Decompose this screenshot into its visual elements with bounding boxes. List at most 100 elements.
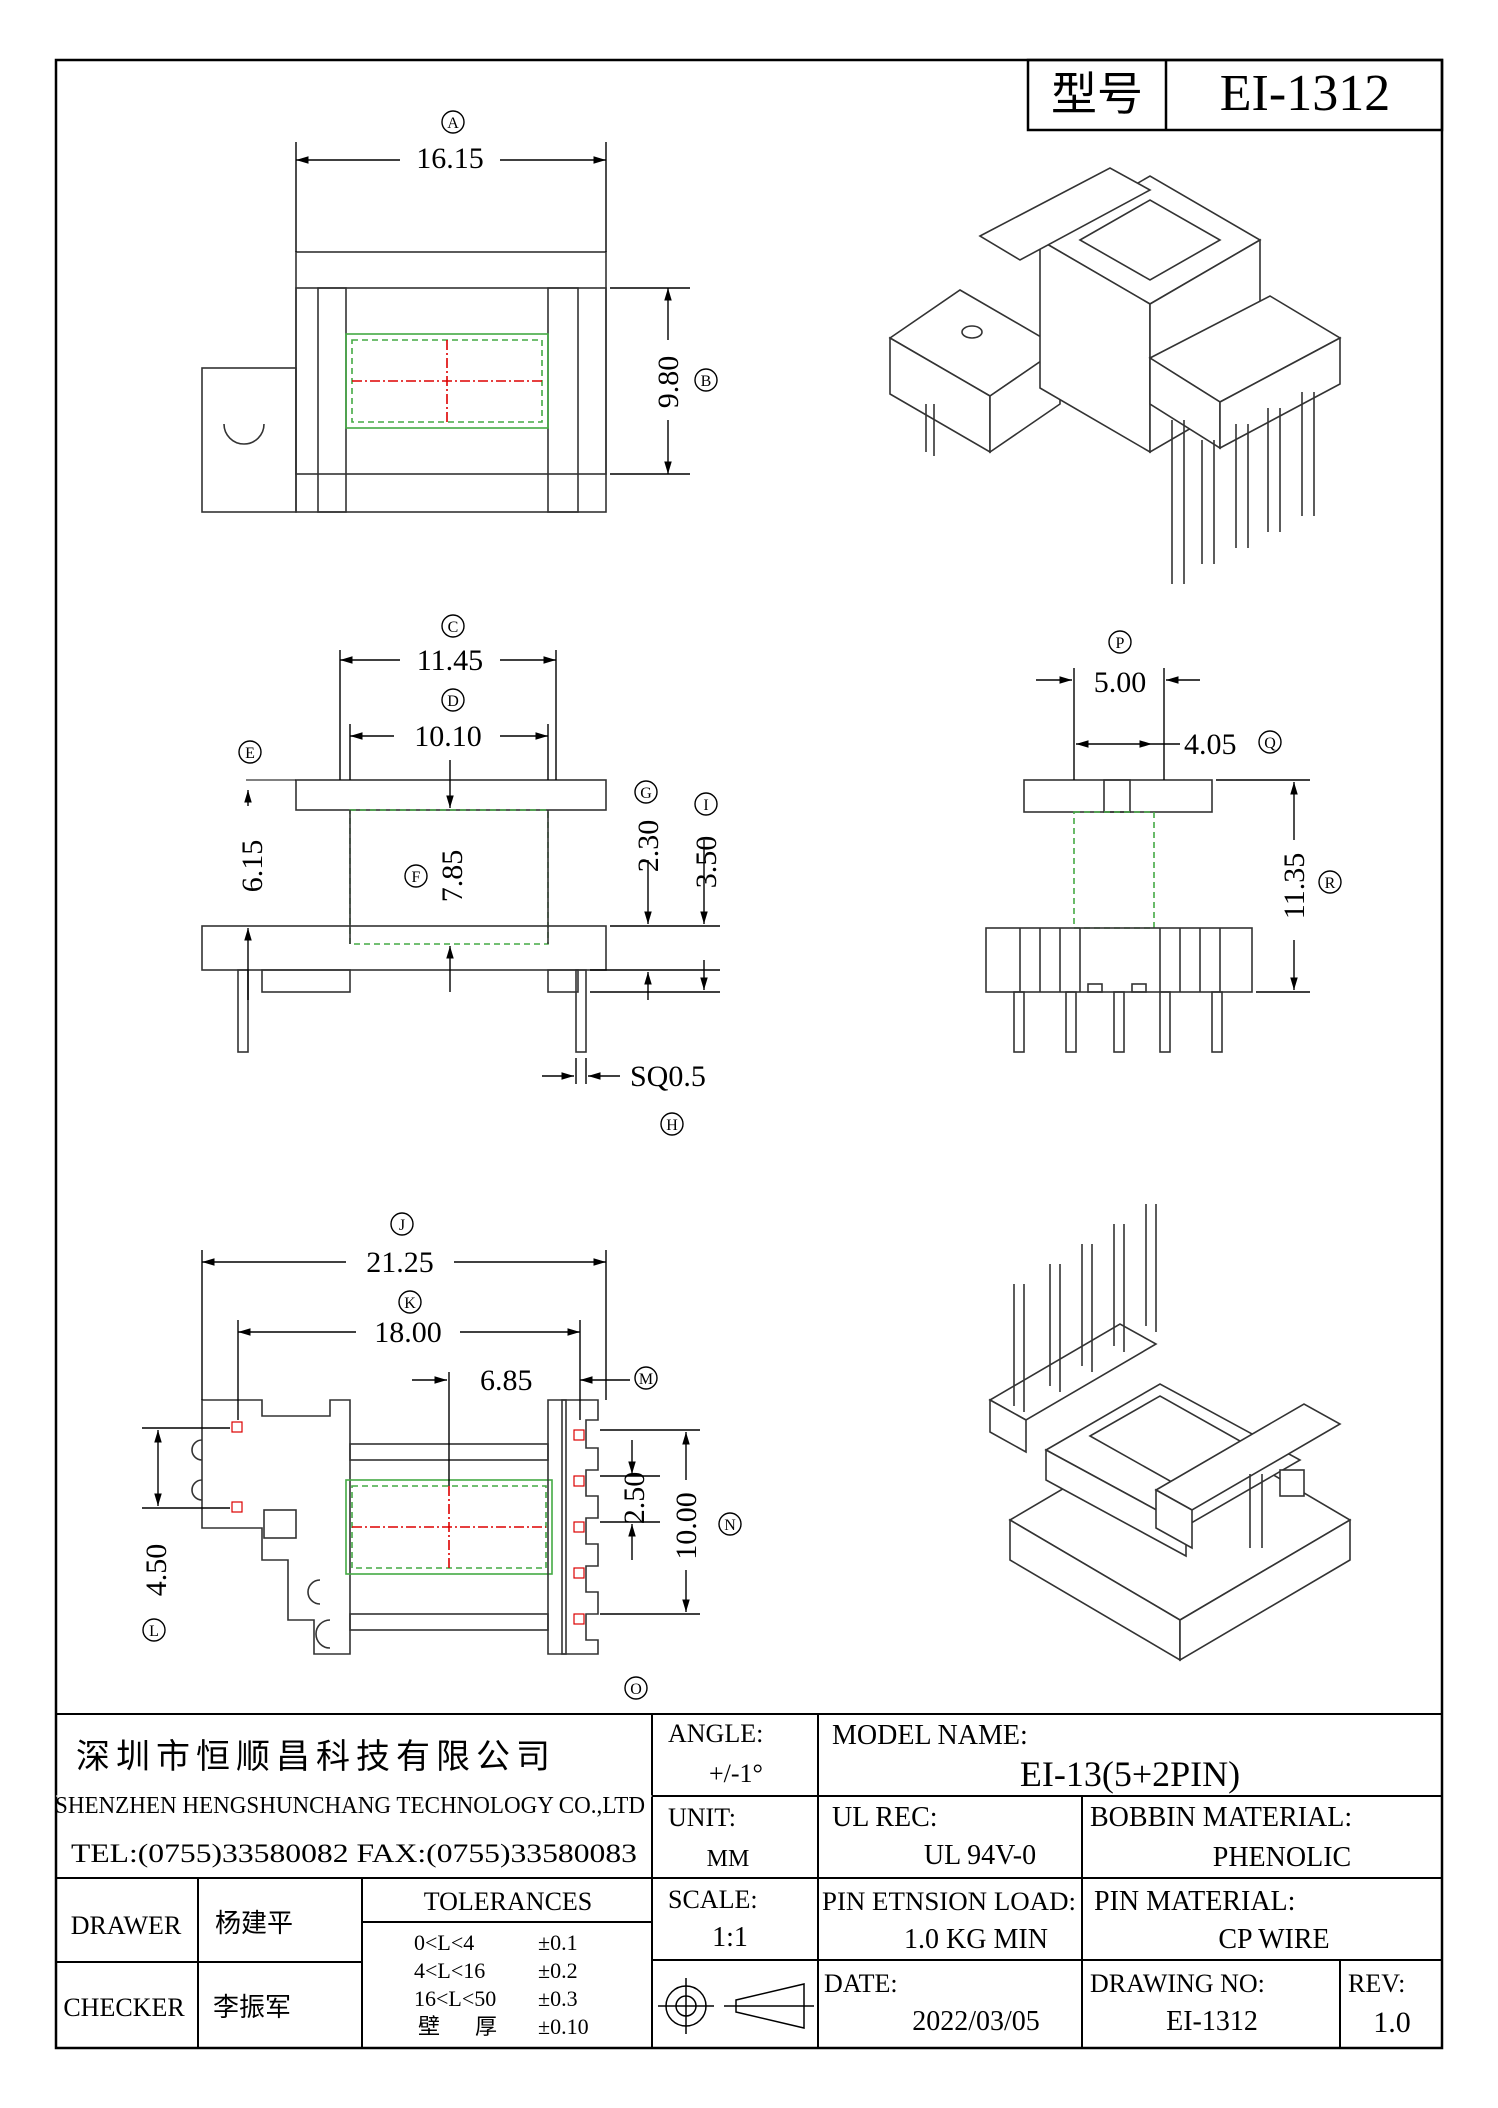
- dim-J: [201, 1212, 607, 1400]
- scale-value: 1:1: [712, 1922, 748, 1953]
- pin-load-value: 1.0 KG MIN: [904, 1924, 1048, 1955]
- bobbin-material-value: PHENOLIC: [1213, 1842, 1351, 1873]
- dim-A-value: 16.15: [416, 142, 484, 175]
- dim-D-value: 10.10: [414, 720, 482, 753]
- iso-view-top: [888, 167, 1342, 584]
- dim-B: [610, 287, 718, 475]
- dim-P-circle: P: [1116, 635, 1125, 652]
- model-name-value: EI-13(5+2PIN): [1020, 1754, 1240, 1794]
- dim-O: [600, 1440, 660, 1700]
- date-value: 2022/03/05: [912, 2006, 1040, 2037]
- pin-material-label: PIN MATERIAL:: [1094, 1886, 1295, 1917]
- rev-value: 1.0: [1373, 2006, 1411, 2039]
- checker-name: 李振军: [213, 1993, 291, 2023]
- dim-P-value: 5.00: [1094, 666, 1147, 699]
- dim-H: [542, 1058, 684, 1136]
- dim-N-value: 10.00: [670, 1492, 703, 1560]
- dim-K-value: 18.00: [374, 1316, 442, 1349]
- dim-G-circle: G: [640, 785, 652, 802]
- dim-L-circle: L: [149, 1623, 159, 1640]
- dim-Q-circle: Q: [1264, 735, 1276, 752]
- dim-L-value: 4.50: [140, 1544, 173, 1597]
- pin-material-value: CP WIRE: [1218, 1924, 1329, 1955]
- tolerance-table: 0<L<4 ±0.1 4<L<16 ±0.2 16<L<50 ±0.3 壁 厚 …: [414, 1930, 589, 2040]
- tolerance-value: ±0.1: [538, 1930, 578, 1955]
- pin-load-label: PIN ETNSION LOAD:: [822, 1887, 1076, 1916]
- dim-R-value: 11.35: [1278, 853, 1311, 919]
- tolerance-range: 16<L<50: [414, 1986, 496, 2011]
- drawing-no-value: EI-1312: [1166, 2006, 1258, 2037]
- drawing-no-label: DRAWING NO:: [1090, 1969, 1265, 1998]
- dim-H-circle: H: [666, 1117, 678, 1134]
- dim-A-circle: A: [447, 115, 459, 132]
- ul-rec-label: UL REC:: [832, 1802, 938, 1833]
- dim-F-circle: F: [412, 869, 421, 886]
- angle-value: +/-1°: [709, 1759, 763, 1788]
- dim-F: [404, 760, 454, 992]
- dim-O-value: 2.50: [618, 1472, 651, 1525]
- dim-P: [1036, 630, 1200, 780]
- dim-R: [1216, 779, 1342, 993]
- tolerance-value: ±0.3: [538, 1986, 578, 2011]
- dim-F-value: 7.85: [436, 850, 469, 903]
- dim-A: [295, 110, 607, 252]
- title-block-grid: [55, 1713, 1443, 2049]
- date-label: DATE:: [824, 1969, 898, 1998]
- front-view: [201, 779, 607, 1053]
- dim-D-circle: D: [447, 693, 459, 710]
- dim-H-value: SQ0.5: [630, 1060, 706, 1093]
- dim-I-value: 3.50: [690, 836, 723, 889]
- dim-M-value: 6.85: [480, 1364, 533, 1397]
- dim-B-circle: B: [701, 373, 712, 390]
- dim-J-circle: J: [399, 1217, 405, 1234]
- dim-O-circle: O: [630, 1681, 642, 1698]
- unit-value: MM: [707, 1846, 750, 1872]
- unit-label: UNIT:: [668, 1803, 736, 1832]
- bottom-view: [191, 1399, 599, 1655]
- dim-G-value: 2.30: [632, 820, 665, 873]
- tolerance-range: 壁 厚: [418, 2015, 511, 2040]
- ul-rec-value: UL 94V-0: [924, 1840, 1036, 1871]
- dim-N: [600, 1429, 742, 1615]
- dim-G-I: [590, 780, 720, 1000]
- rev-label: REV:: [1348, 1969, 1405, 1998]
- iso-view-bottom: [988, 1204, 1352, 1662]
- drawer-name: 杨建平: [215, 1909, 293, 1939]
- dim-N-circle: N: [724, 1517, 736, 1534]
- dim-E-circle: E: [245, 745, 255, 762]
- company-contact: TEL:(0755)33580082 FAX:(0755)33580083: [71, 1839, 637, 1868]
- model-name-label: MODEL NAME:: [832, 1720, 1028, 1751]
- company-name-cn: 深圳市恒顺昌科技有限公司: [76, 1737, 556, 1777]
- side-view: [985, 779, 1253, 1053]
- tolerance-range: 0<L<4: [414, 1930, 474, 1955]
- projection-symbol-icon: [658, 1978, 814, 2034]
- dim-D: [349, 688, 549, 780]
- dim-C-circle: C: [448, 619, 459, 636]
- tolerance-value: ±0.10: [538, 2014, 589, 2039]
- company-name-en: SHENZHEN HENGSHUNCHANG TECHNOLOGY CO.,LT…: [55, 1793, 645, 1819]
- dim-Q-value: 4.05: [1184, 728, 1237, 761]
- checker-label: CHECKER: [63, 1993, 185, 2022]
- dim-M-circle: M: [639, 1371, 653, 1388]
- tolerances-label: TOLERANCES: [424, 1887, 593, 1916]
- dim-C: [339, 614, 557, 780]
- dim-R-circle: R: [1325, 875, 1336, 892]
- tolerance-value: ±0.2: [538, 1958, 578, 1983]
- dim-E-value: 6.15: [236, 840, 269, 893]
- drawer-label: DRAWER: [71, 1911, 182, 1940]
- model-header: 型号 EI-1312: [1026, 58, 1444, 132]
- dim-K: [237, 1290, 581, 1420]
- dim-K-circle: K: [404, 1295, 416, 1312]
- bobbin-material-label: BOBBIN MATERIAL:: [1090, 1802, 1352, 1833]
- model-label: 型号: [1051, 67, 1143, 121]
- dim-Q: [1076, 730, 1282, 754]
- dim-B-value: 9.80: [652, 356, 685, 409]
- pin-markers: [231, 1421, 585, 1625]
- tolerance-range: 4<L<16: [414, 1958, 485, 1983]
- model-value: EI-1312: [1220, 65, 1390, 122]
- dim-I-circle: I: [703, 797, 708, 814]
- dim-J-value: 21.25: [366, 1246, 434, 1279]
- top-view: [201, 251, 607, 513]
- scale-label: SCALE:: [668, 1885, 758, 1914]
